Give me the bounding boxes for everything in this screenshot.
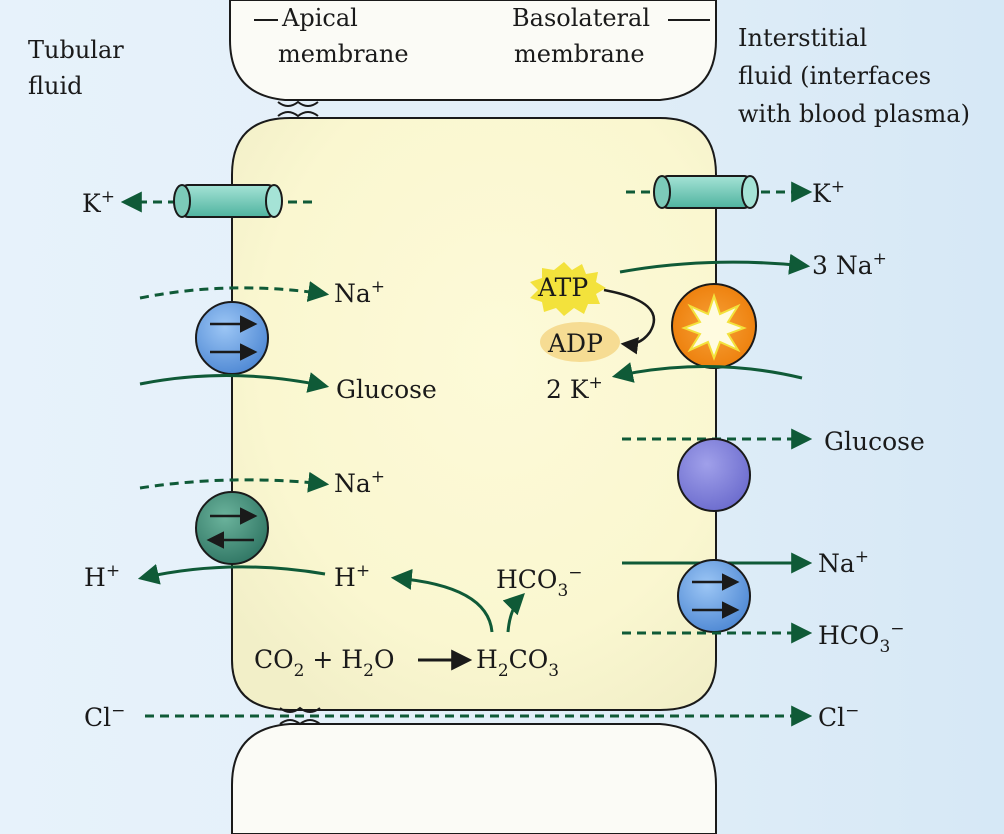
- apical-sodium-arrow: [139, 281, 330, 302]
- pump-sodium-arrow: [619, 253, 811, 275]
- tubular-fluid-label-2: fluid: [28, 72, 83, 100]
- pump-energy-icon: [681, 292, 747, 361]
- atp-to-adp-arrow: [603, 288, 656, 355]
- basolateral-membrane-label-2: membrane: [514, 40, 645, 68]
- apical-glucose-arrow: [139, 372, 330, 393]
- sodium-glucose-cotransporter: [195, 301, 269, 375]
- adp-label: ADP: [547, 329, 603, 358]
- apical-potassium-channel: [173, 184, 283, 218]
- adp-badge: [540, 322, 620, 362]
- carbonic-acid-to-bicarbonate-arrow: [502, 593, 525, 633]
- hydrogen-secretion-arrow: [137, 564, 326, 585]
- chloride-left-label: Cl−: [84, 701, 125, 732]
- carbonic-acid-to-hydrogen-arrow: [390, 568, 494, 633]
- lower-neighbor-cell: [231, 723, 717, 834]
- apical-sodium-2-label: Na+: [334, 467, 385, 498]
- tight-junction-top: [277, 100, 319, 118]
- tight-junction-bottom: [279, 706, 321, 726]
- basolateral-potassium-channel: [653, 175, 759, 209]
- tubular-fluid-label-1: Tubular: [28, 36, 124, 64]
- sodium-hydrogen-exchanger: [195, 491, 269, 565]
- apical-glucose-label: Glucose: [336, 375, 437, 404]
- hydrogen-cell-label: H+: [334, 561, 370, 592]
- interstitial-fluid-label-3: with blood plasma): [738, 100, 970, 128]
- atp-label: ATP: [537, 273, 588, 302]
- upper-neighbor-cell: [229, 0, 717, 101]
- apical-membrane-label-1: Apical: [281, 4, 358, 32]
- pump-potassium-arrow: [611, 362, 803, 383]
- apical-membrane-label-2: membrane: [278, 40, 409, 68]
- pump-sodium-label: 3 Na+: [812, 249, 887, 280]
- sodium-bicarbonate-cotransporter: [677, 559, 751, 633]
- apical-sodium-exchanger-arrow: [139, 471, 330, 493]
- atp-burst-icon: [530, 262, 606, 316]
- basolateral-glucose-label: Glucose: [824, 427, 925, 456]
- interstitial-fluid-label-1: Interstitial: [738, 24, 867, 52]
- basolateral-membrane-label-1: Basolateral: [512, 4, 650, 32]
- pump-potassium-label: 2 K+: [546, 373, 603, 404]
- glucose-transporter: [677, 438, 751, 512]
- interstitial-fluid-label-2: fluid (interfaces: [738, 62, 931, 90]
- epithelial-cell: [231, 117, 717, 711]
